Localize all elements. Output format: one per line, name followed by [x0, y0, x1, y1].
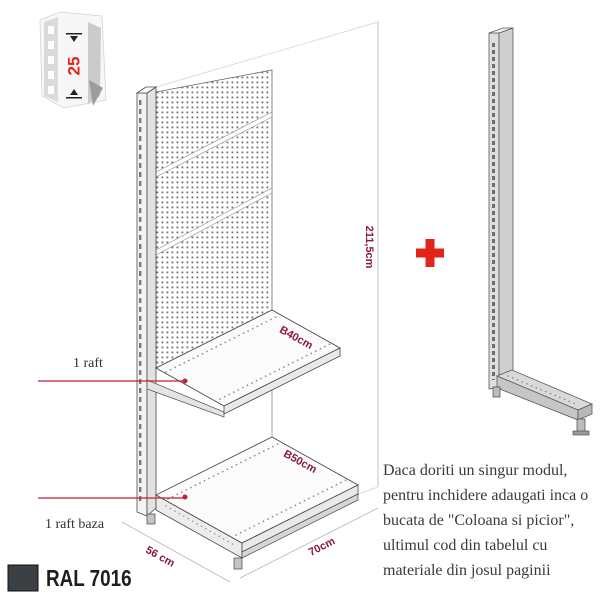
- left-upright: [135, 86, 158, 517]
- column-with-foot: [488, 27, 594, 436]
- leveling-foot: [492, 386, 501, 398]
- leveling-foot: [576, 418, 586, 433]
- ral-color-label: RAL 7016: [46, 565, 132, 591]
- leveling-foot-pad: [572, 430, 590, 436]
- base-plinth: [241, 493, 359, 559]
- callout-dot: [182, 494, 188, 500]
- width-dimension-line: [239, 507, 379, 579]
- badge-fold-shadow: [89, 80, 103, 106]
- plus-icon-vertical: [425, 239, 435, 267]
- lower-shelf-perforations: [167, 443, 279, 500]
- callout-base-shelf: 1 raft baza: [38, 494, 188, 532]
- callout-shelf: 1 raft: [38, 356, 188, 384]
- badge-slot: [48, 86, 54, 94]
- callout-label: 1 raft baza: [45, 517, 105, 532]
- badge-slot: [48, 56, 54, 64]
- lower-shelf-perforations: [235, 479, 347, 536]
- leveling-foot: [146, 513, 156, 525]
- hole-pitch-badge: 25: [39, 11, 107, 109]
- foot-end: [577, 403, 593, 421]
- upper-shelf-front-lip: [223, 347, 341, 415]
- upright-top-cap: [135, 86, 158, 94]
- note-line: materiale din josul paginii: [383, 562, 551, 579]
- lower-shelf-perforations: [165, 505, 237, 547]
- arrow-down-icon: [70, 36, 78, 42]
- lower-shelf: B50cm: [146, 436, 359, 570]
- upright-side-face: [146, 86, 157, 517]
- note-line: ultimul cod din tabelul cu: [383, 537, 548, 554]
- badge-tick-bottom: [66, 97, 82, 99]
- column-slots: [489, 40, 499, 380]
- upper-shelf: B40cm: [146, 309, 341, 418]
- depth-dimension-line: [121, 521, 231, 583]
- plus-icon: [416, 239, 444, 267]
- badge-slot: [48, 41, 54, 49]
- note-line: Daca doriti un singur modul,: [383, 462, 568, 479]
- height-base-extension: [357, 486, 379, 495]
- single-module-note: Daca doriti un singur modul, pentru inch…: [383, 458, 588, 583]
- column-side-face: [498, 27, 514, 388]
- hole-pitch-label: 25: [65, 57, 84, 76]
- note-line: bucata de "Coloana si picior",: [383, 512, 575, 529]
- upper-shelf-perforations: [165, 316, 277, 373]
- upper-shelf-perforations: [219, 343, 331, 400]
- leveling-foot: [233, 557, 243, 570]
- dimension-lines: [121, 21, 379, 583]
- back-panel: [155, 69, 273, 495]
- ral-color-swatch: [7, 564, 39, 592]
- width-label: 70cm: [307, 535, 338, 559]
- depth-label: 56 cm: [143, 544, 176, 570]
- badge-slot: [48, 71, 54, 79]
- badge-tick-top: [66, 33, 82, 35]
- arrow-up-icon: [70, 89, 78, 95]
- height-label: 211,5cm: [363, 226, 375, 269]
- callout-label: 1 raft: [73, 356, 103, 371]
- note-line: pentru inchidere adaugati inca o: [383, 487, 589, 504]
- callout-dot: [182, 378, 188, 384]
- height-extension-line: [155, 21, 379, 88]
- upright-slots: [137, 100, 147, 505]
- upper-shelf-bracket: [146, 379, 225, 418]
- badge-slot: [48, 26, 54, 34]
- column-top-cap: [488, 27, 514, 34]
